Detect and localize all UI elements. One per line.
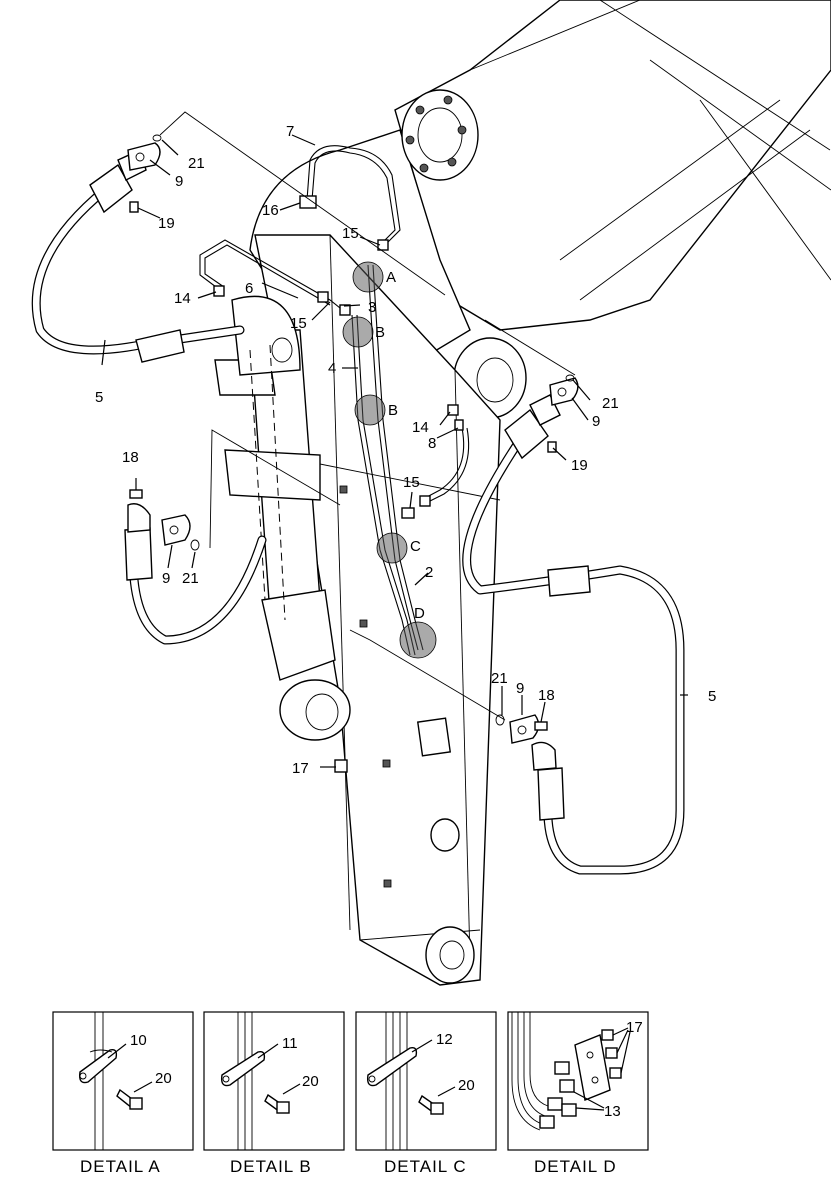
label-part-4: 4 <box>328 360 336 377</box>
detail-a-panel: 10 20 DETAIL A <box>52 1011 194 1176</box>
label-part-9: 9 <box>516 680 524 697</box>
clamp-markers <box>342 261 437 659</box>
leader-lines <box>101 111 688 768</box>
detail-d-part-13: 13 <box>604 1103 621 1120</box>
detail-b-part-11: 11 <box>282 1035 298 1052</box>
label-part-15: 15 <box>403 474 420 491</box>
detail-d-panel: 17 13 DETAIL D <box>507 1011 649 1176</box>
label-part-14: 14 <box>174 290 191 307</box>
label-part-16: 16 <box>262 202 279 219</box>
label-part-21: 21 <box>602 395 619 412</box>
fittings <box>127 134 579 773</box>
detail-a-part-10: 10 <box>130 1032 147 1049</box>
detail-a-caption: DETAIL A <box>80 1157 161 1176</box>
label-part-19: 19 <box>158 215 175 232</box>
detail-c-part-12: 12 <box>436 1031 453 1048</box>
marker-c: C <box>410 538 421 555</box>
detail-d-part-17: 17 <box>626 1019 643 1036</box>
detail-a-part-20: 20 <box>155 1070 172 1087</box>
label-part-19: 19 <box>571 457 588 474</box>
label-part-9: 9 <box>175 173 183 190</box>
label-part-14: 14 <box>412 419 429 436</box>
label-part-21: 21 <box>188 155 205 172</box>
detail-d-caption: DETAIL D <box>534 1157 617 1176</box>
part-labels: 7 21 9 16 19 15 A 6 14 3 15 B 4 5 B 21 9… <box>95 123 716 777</box>
label-part-8: 8 <box>428 435 436 452</box>
detail-c-caption: DETAIL C <box>384 1157 467 1176</box>
marker-b: B <box>375 324 385 341</box>
label-part-3: 3 <box>368 299 376 316</box>
detail-b-part-20: 20 <box>302 1073 319 1090</box>
label-part-21: 21 <box>182 570 199 587</box>
label-part-5: 5 <box>95 389 103 406</box>
label-part-5: 5 <box>708 688 716 705</box>
hose-right <box>462 394 685 875</box>
label-part-18: 18 <box>122 449 139 466</box>
marker-a: A <box>386 269 396 286</box>
marker-b: B <box>388 402 398 419</box>
marker-d: D <box>414 605 425 622</box>
detail-b-caption: DETAIL B <box>230 1157 312 1176</box>
label-part-18: 18 <box>538 687 555 704</box>
detail-c-part-20: 20 <box>458 1077 475 1094</box>
label-part-7: 7 <box>286 123 294 140</box>
label-part-15: 15 <box>342 225 359 242</box>
label-part-9: 9 <box>162 570 170 587</box>
label-part-9: 9 <box>592 413 600 430</box>
label-part-6: 6 <box>245 280 253 297</box>
label-part-2: 2 <box>425 564 433 581</box>
detail-c-panel: 12 20 DETAIL C <box>355 1011 497 1176</box>
label-part-15: 15 <box>290 315 307 332</box>
label-part-21: 21 <box>491 670 508 687</box>
boom-structure <box>214 0 831 986</box>
label-part-17: 17 <box>292 760 309 777</box>
detail-b-panel: 11 20 DETAIL B <box>203 1011 345 1176</box>
